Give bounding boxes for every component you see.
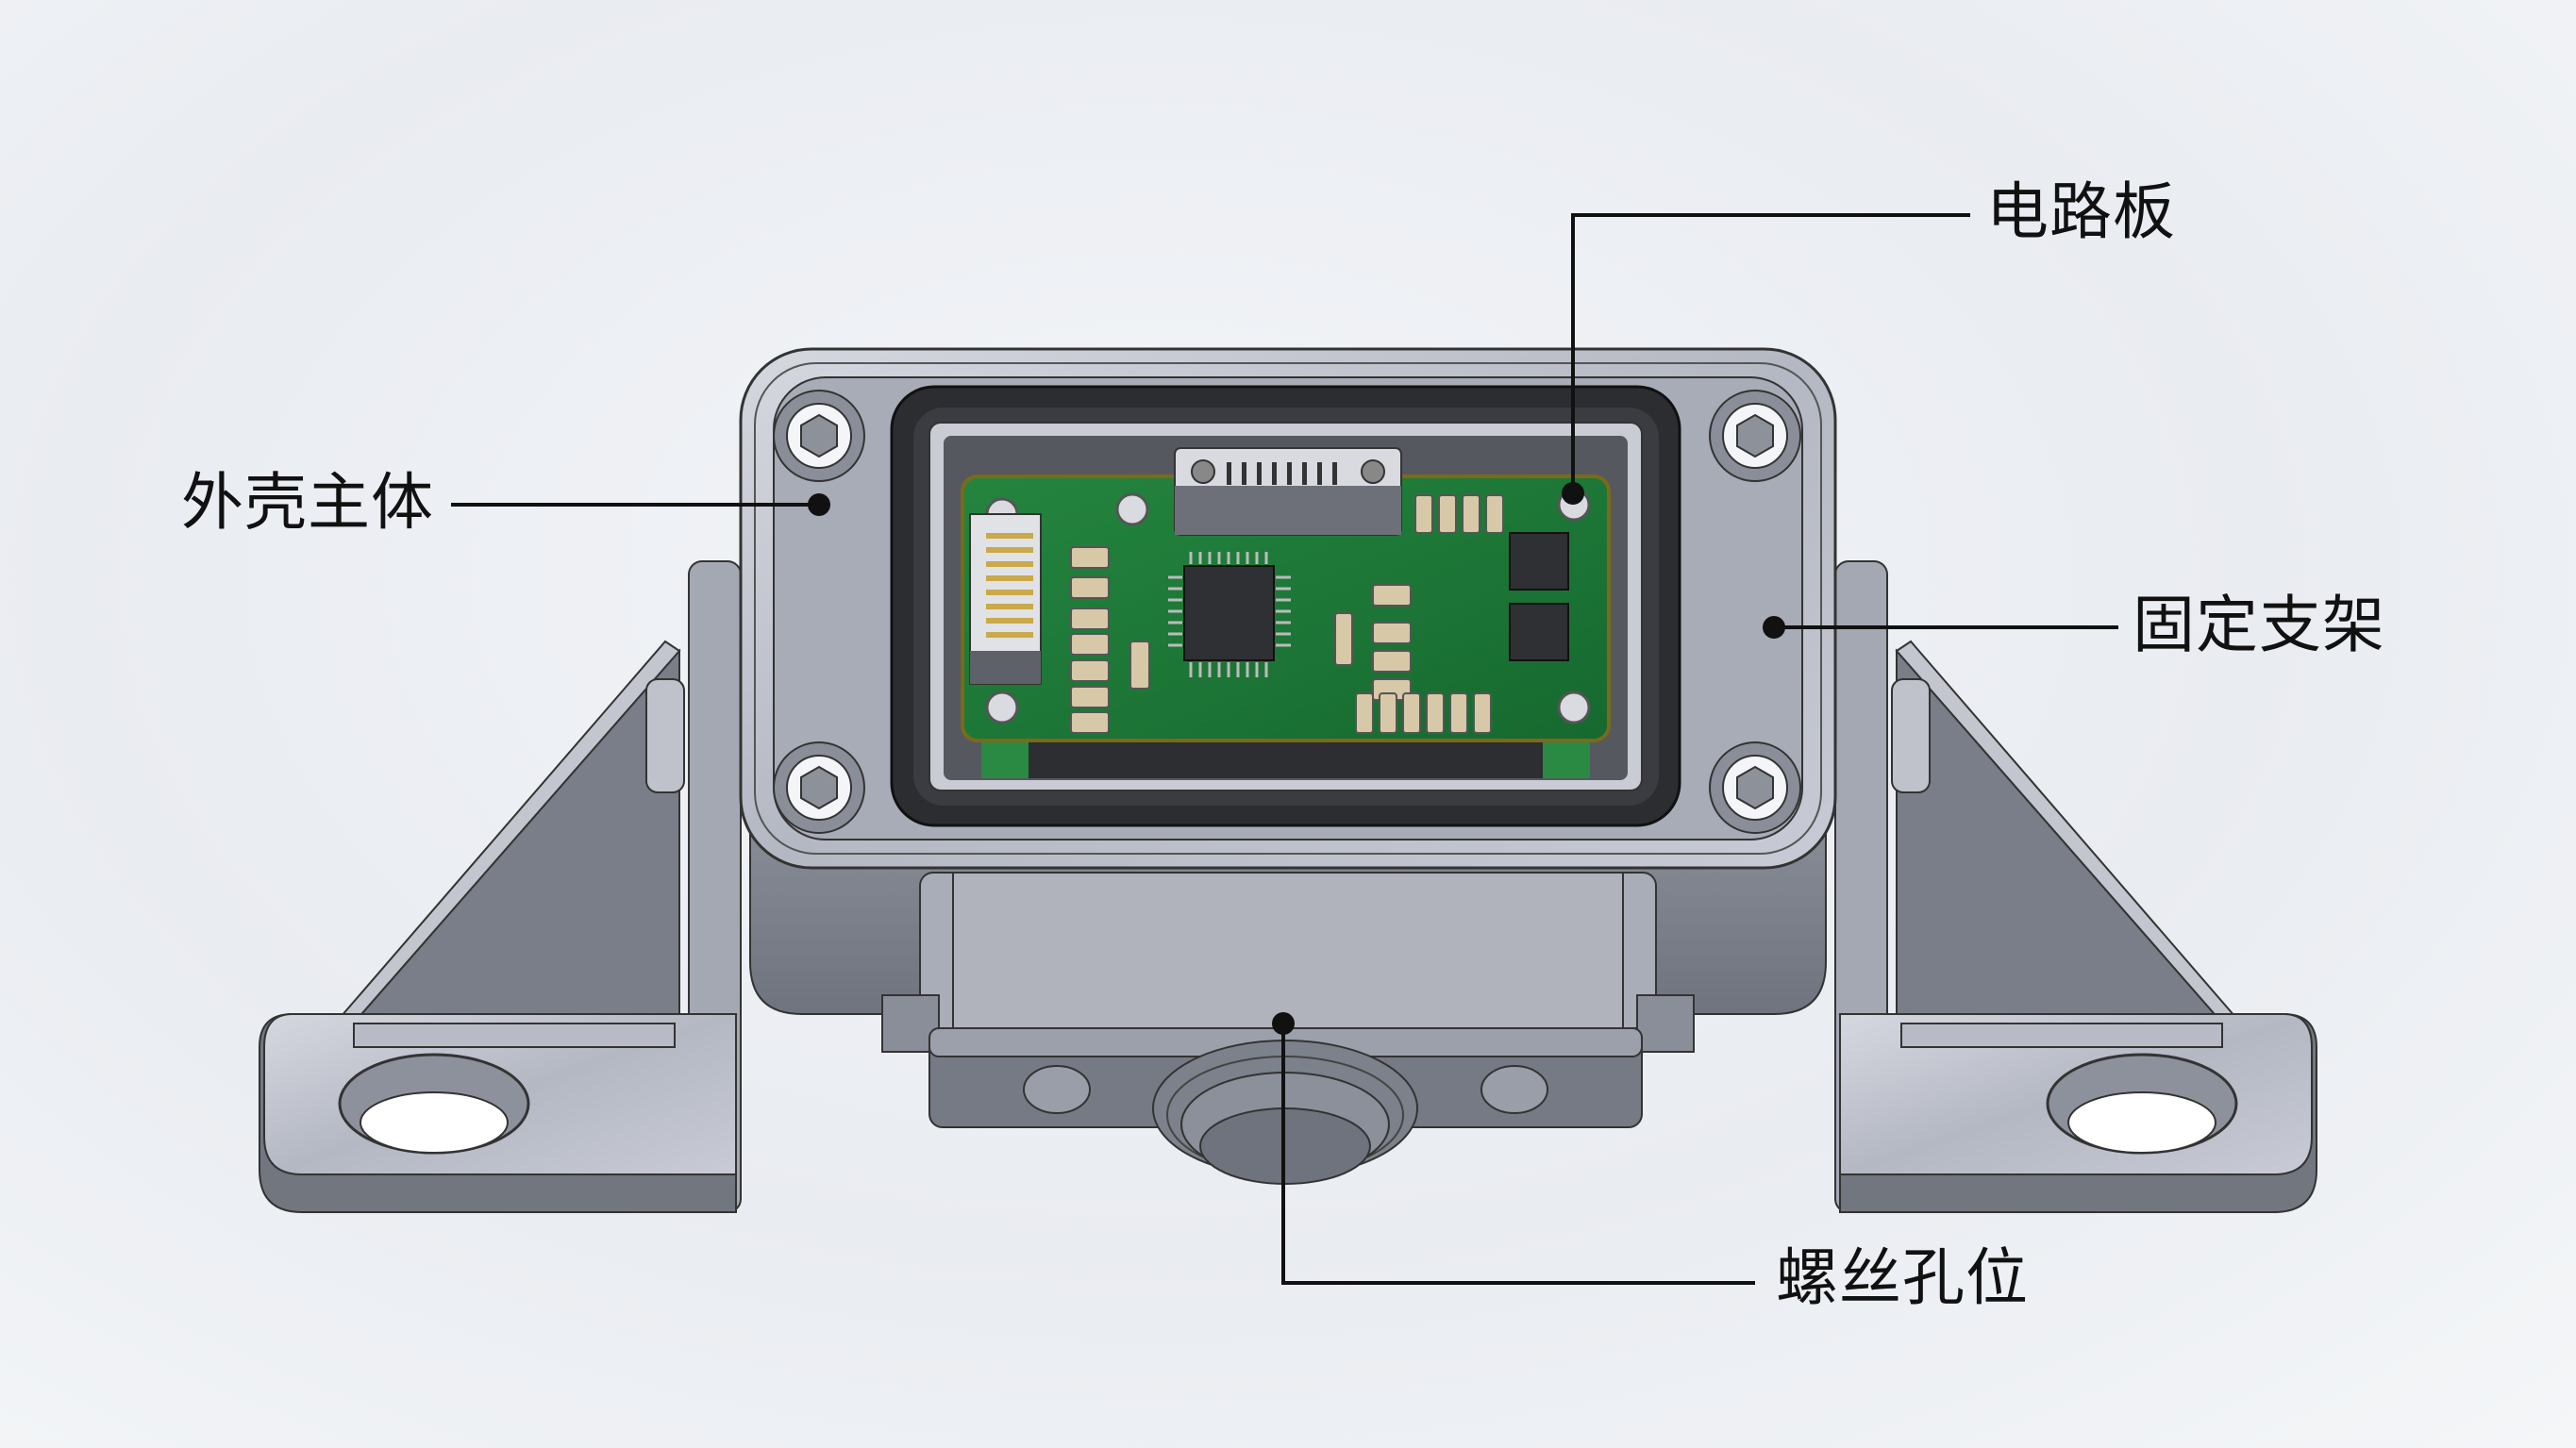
callout-label-housing: 外壳主体 xyxy=(181,466,434,539)
callout-leaders xyxy=(451,213,2118,1285)
housing-screws xyxy=(773,390,1801,834)
screw-top-left xyxy=(773,390,865,482)
screw-bottom-right xyxy=(1709,741,1801,834)
leader-screw-hole xyxy=(1281,1024,1755,1285)
callout-dots xyxy=(808,482,1785,1035)
microcontroller-chip xyxy=(1183,565,1275,661)
circuit-board xyxy=(961,447,1611,742)
left-bracket xyxy=(259,560,742,1213)
dot-pcb xyxy=(1562,482,1584,505)
dot-bracket xyxy=(1763,616,1785,639)
callout-label-pcb: 电路板 xyxy=(1986,175,2176,248)
dot-housing xyxy=(808,493,830,516)
callout-label-screw-hole: 螺丝孔位 xyxy=(1776,1241,2029,1314)
callout-label-bracket: 固定支架 xyxy=(2133,589,2385,661)
bottom-mount-block xyxy=(881,872,1695,1185)
leader-pcb xyxy=(1571,213,1970,493)
screw-bottom-left xyxy=(773,741,865,834)
dot-screw-hole xyxy=(1272,1012,1295,1035)
right-bracket xyxy=(1834,560,2317,1213)
screw-top-right xyxy=(1709,390,1801,482)
